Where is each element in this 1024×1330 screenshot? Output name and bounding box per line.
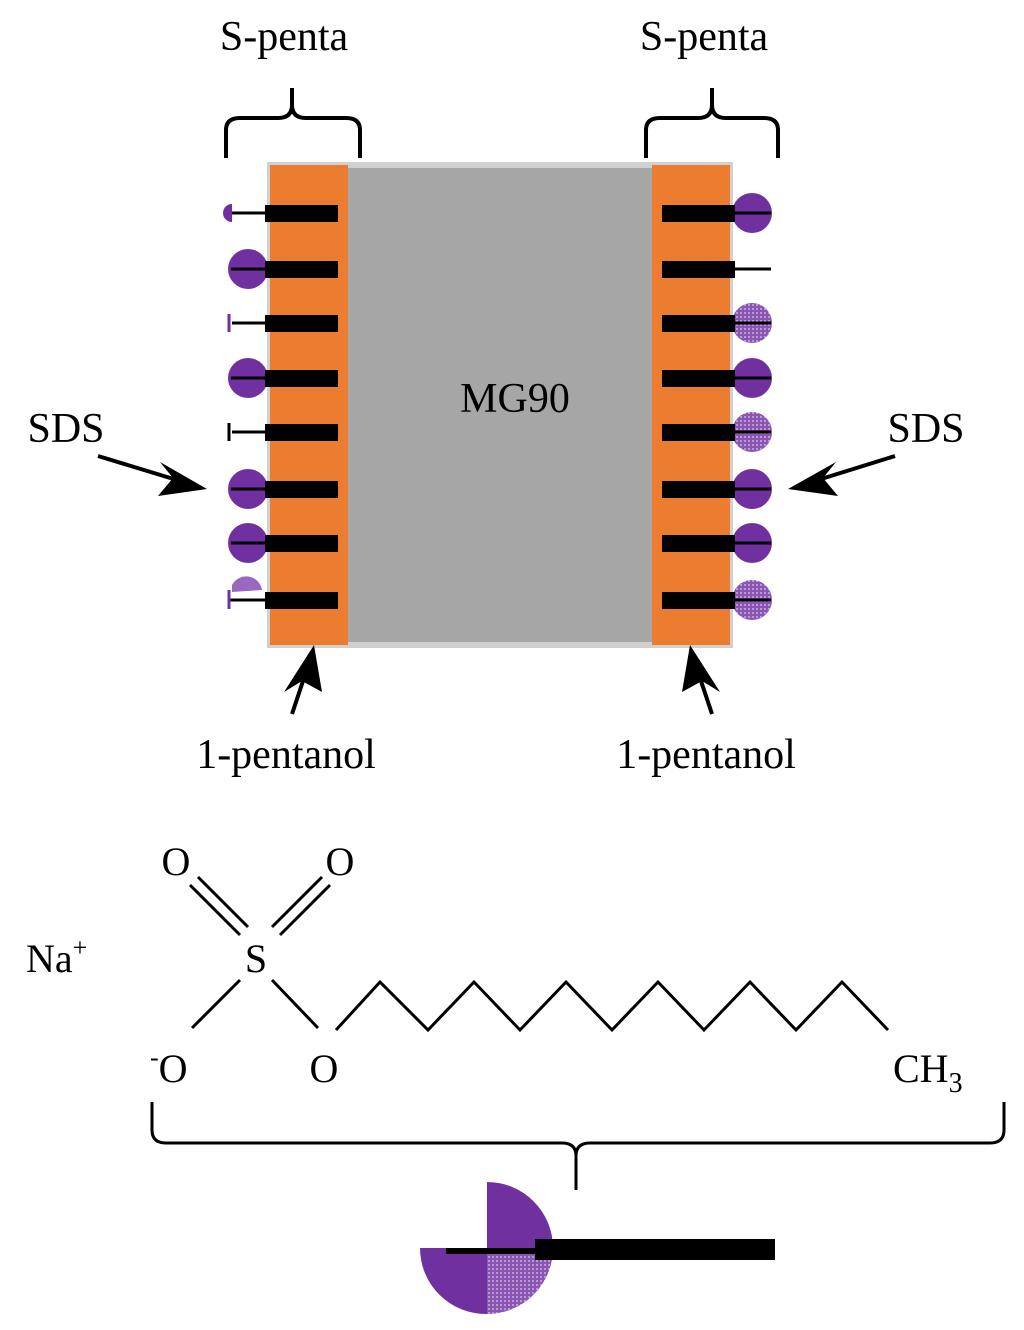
s-penta-brace-right (644, 88, 780, 158)
pentanol-molecule (223, 204, 338, 222)
oxygen-anion: -O (150, 1043, 188, 1091)
mg90-label: MG90 (460, 376, 570, 422)
s-penta-brace-left (224, 88, 362, 158)
sds-arrow-right (788, 454, 896, 496)
pentanol-arrow-right (682, 645, 720, 715)
sds-molecule (662, 469, 772, 509)
sds-label-left: SDS (27, 406, 104, 452)
oxygen-ester: O (310, 1046, 339, 1091)
sds-molecule (662, 412, 772, 452)
pentanol-molecule (662, 261, 771, 278)
pentanol-layer-left (270, 165, 348, 645)
sds-molecule (662, 303, 772, 343)
sodium-ion: Na+ (26, 933, 87, 981)
pentanol-molecule (227, 314, 338, 332)
sds-label-right: SDS (887, 406, 964, 452)
pentanol-arrow-left (284, 645, 322, 715)
right-molecules (662, 193, 772, 620)
sulfur-atom: S (245, 936, 267, 981)
sds-molecule (228, 249, 338, 289)
sds-arrow-left (97, 454, 207, 496)
pentanol-label-left: 1-pentanol (196, 732, 376, 778)
oxygen-top-left: O (162, 839, 191, 884)
structure-brace (150, 1102, 1006, 1190)
methyl-group: CH3 (893, 1046, 963, 1099)
left-molecules (223, 204, 338, 609)
sds-molecule (228, 469, 338, 509)
sds-molecule (662, 193, 772, 233)
sds-molecule (662, 580, 772, 620)
oxygen-top-right: O (326, 839, 355, 884)
pentanol-molecule (227, 576, 338, 609)
sds-molecule (662, 358, 772, 398)
sds-molecule (228, 358, 338, 398)
pentanol-label-right: 1-pentanol (616, 732, 796, 778)
sds-structure: O O S Na+ -O O CH3 (26, 839, 1006, 1190)
sds-molecule (228, 523, 338, 563)
methyl-subscript: 3 (949, 1068, 963, 1099)
sodium-charge: + (73, 933, 88, 962)
s-penta-label-right: S-penta (640, 14, 769, 60)
pentanol-layer-right (652, 165, 730, 645)
pentanol-molecule (227, 423, 338, 441)
alkyl-chain (334, 979, 890, 1033)
oxygen-anion-charge: - (150, 1043, 159, 1072)
sds-molecule (662, 523, 772, 563)
sds-molecule-icon (420, 1182, 775, 1315)
s-penta-label-left: S-penta (220, 14, 349, 60)
